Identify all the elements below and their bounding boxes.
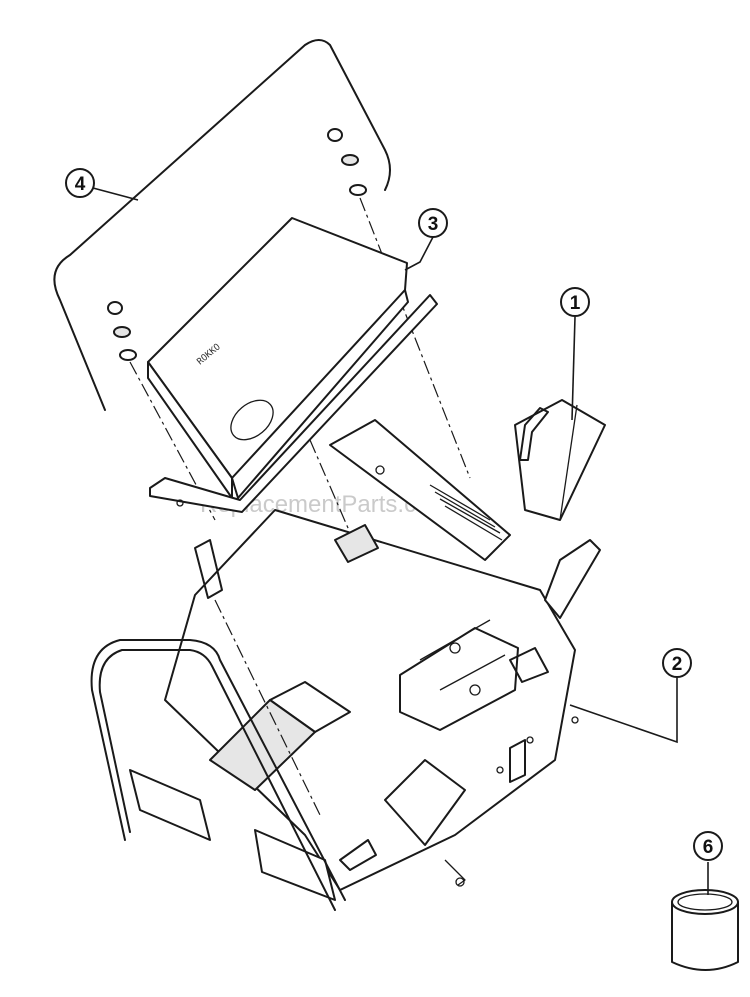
callout-4-label: 4 bbox=[75, 174, 86, 195]
callout-6: 6 bbox=[693, 831, 723, 895]
callout-1: 1 bbox=[560, 287, 590, 421]
callout-2-label: 2 bbox=[672, 654, 683, 675]
front-bumper-rail bbox=[90, 639, 346, 911]
part-3-cover: ROKKO bbox=[147, 217, 438, 661]
callout-3-label: 3 bbox=[428, 214, 439, 235]
callout-3: 3 bbox=[404, 208, 448, 271]
callout-6-label: 6 bbox=[703, 837, 714, 858]
callout-4: 4 bbox=[65, 168, 139, 201]
callout-1-label: 1 bbox=[570, 293, 581, 314]
part-6-filter-canister bbox=[671, 889, 739, 971]
part-4-hardware-group bbox=[53, 39, 471, 521]
part-2-main-frame bbox=[129, 419, 601, 901]
part-1-handle-bracket bbox=[514, 399, 606, 521]
callout-2: 2 bbox=[569, 648, 692, 744]
